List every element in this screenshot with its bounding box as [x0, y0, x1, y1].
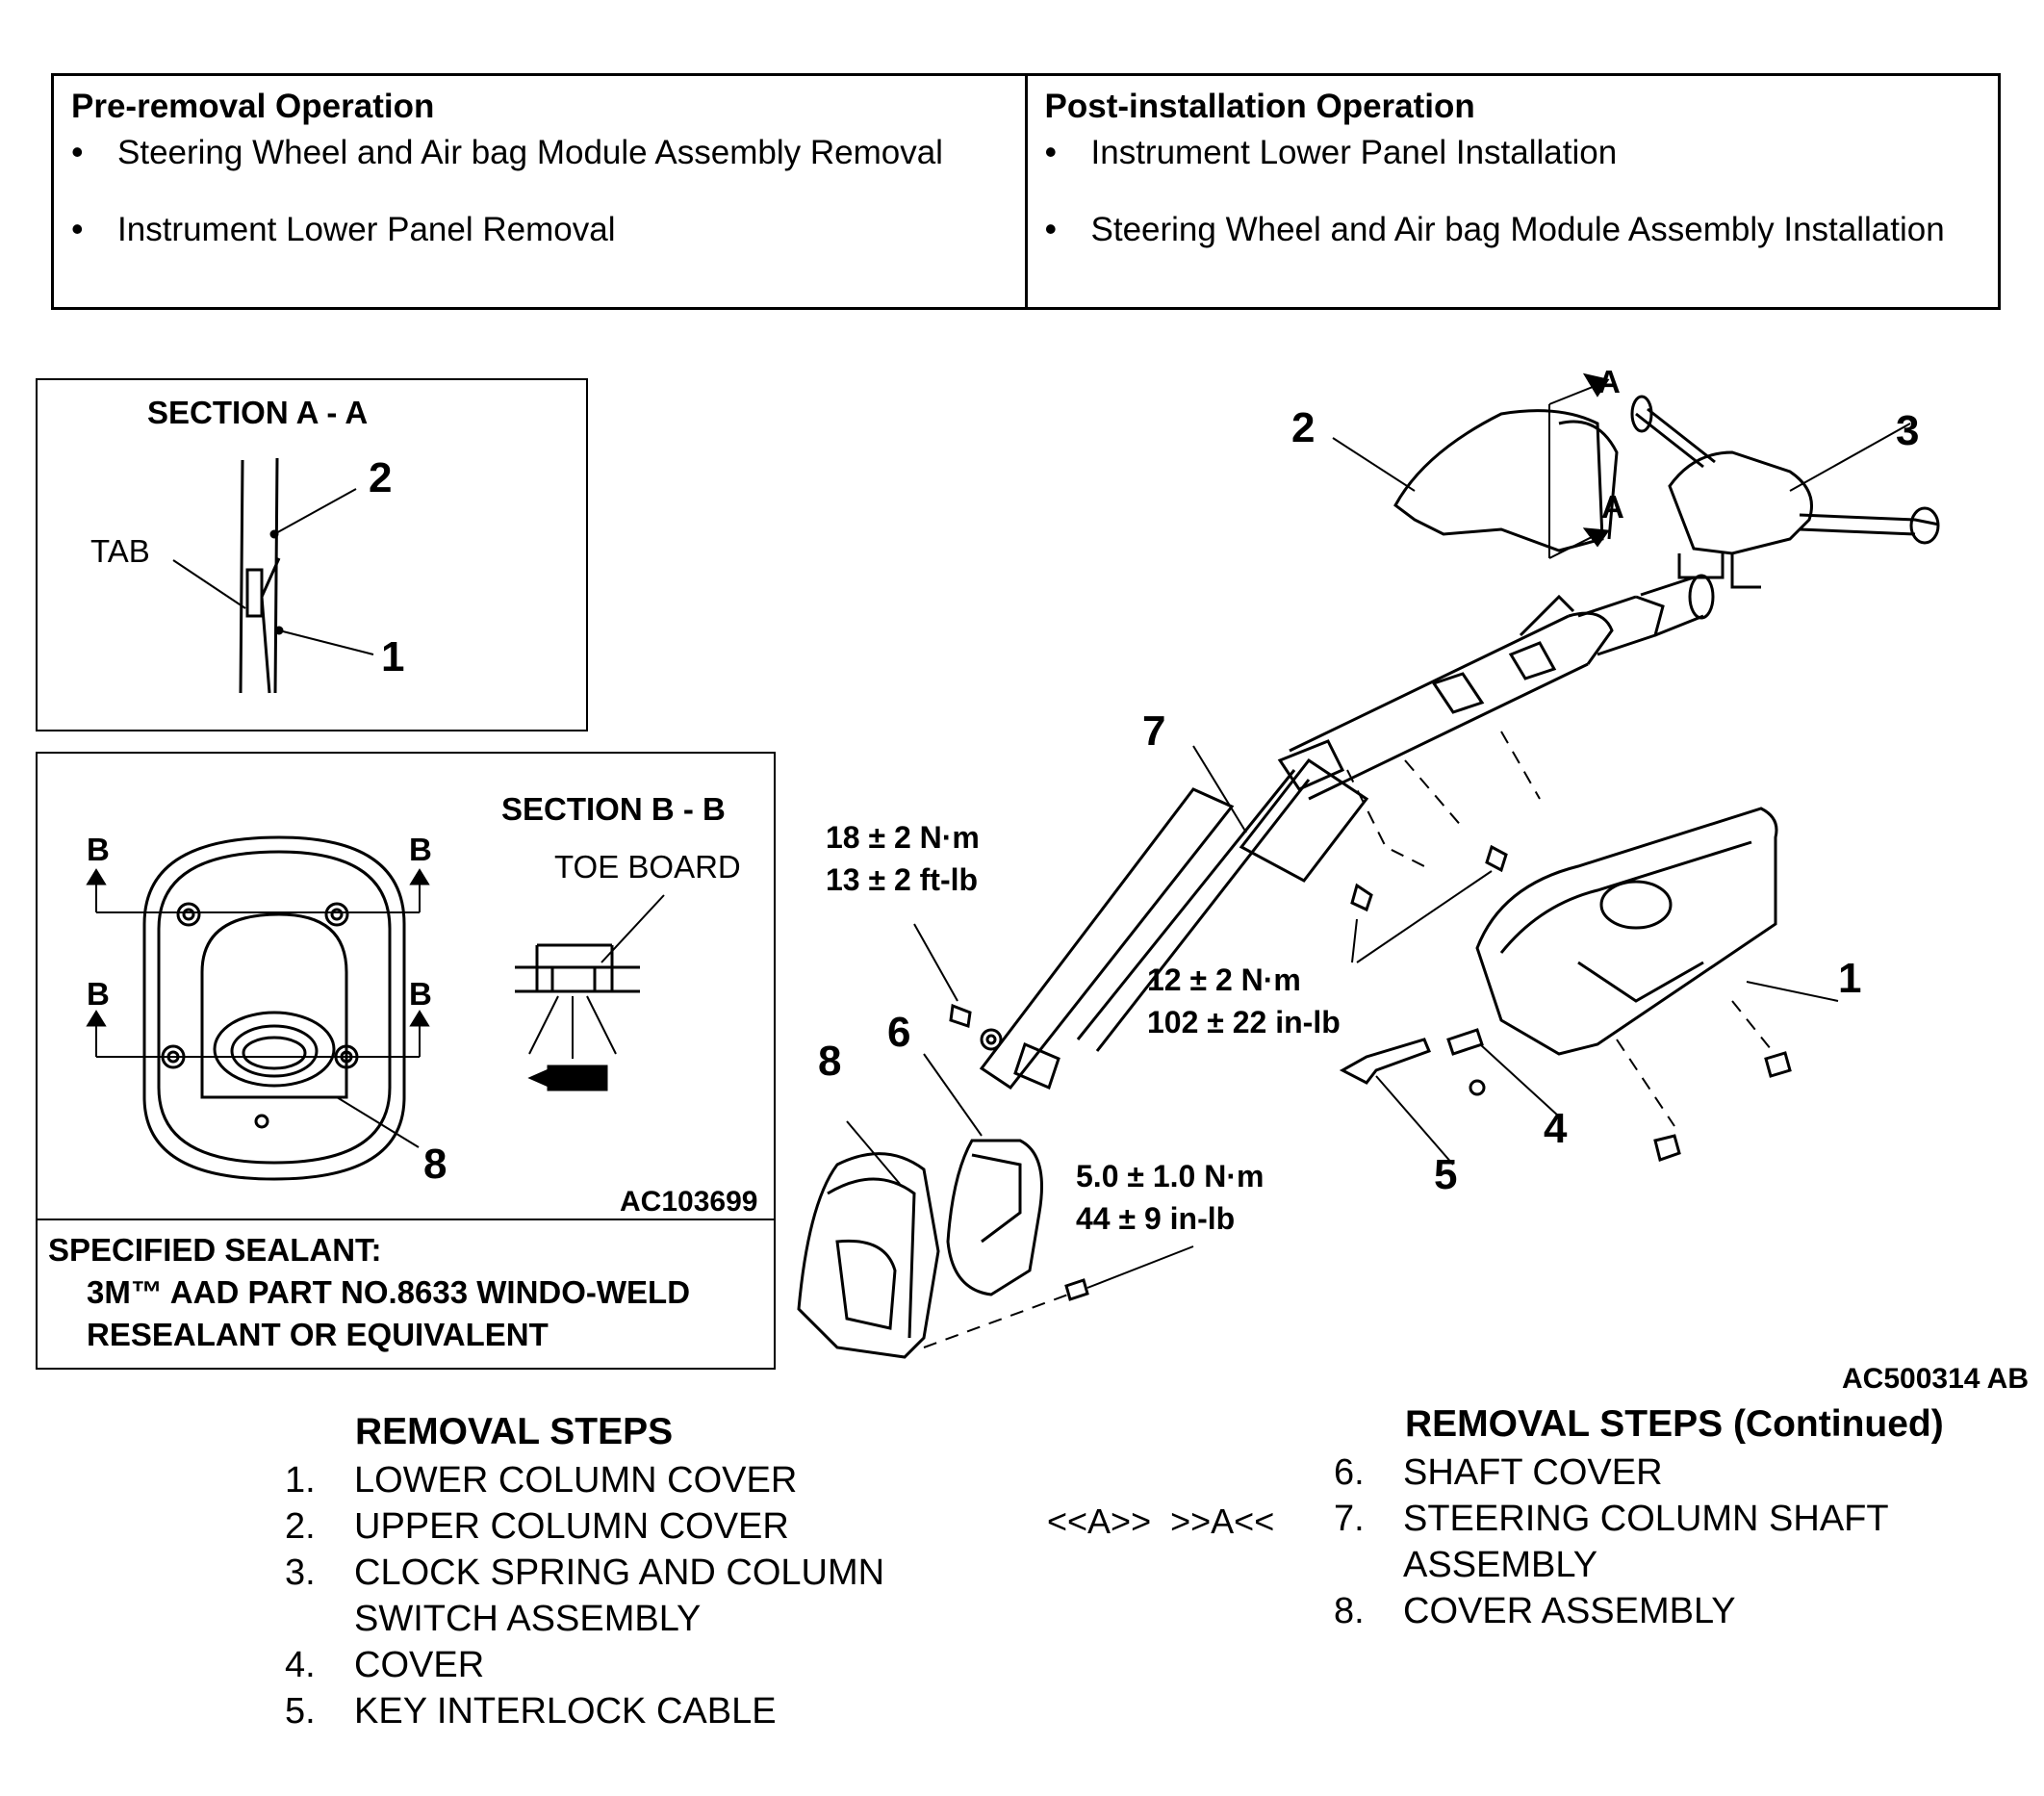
bolt-drawings	[913, 844, 1508, 1301]
step-text: SWITCH ASSEMBLY	[354, 1599, 702, 1639]
step-number: 2.	[285, 1506, 316, 1547]
step-text: UPPER COLUMN COVER	[354, 1506, 789, 1547]
list-item: 4. COVER	[285, 1642, 978, 1688]
torque-spec-3: 5.0 ± 1.0 N·m 44 ± 9 in-lb	[1076, 1155, 1264, 1240]
step-text: ASSEMBLY	[1403, 1545, 1598, 1585]
tab-label: TAB	[90, 533, 150, 569]
operation-table: Pre-removal Operation Steering Wheel and…	[51, 73, 2001, 310]
b-mark: B	[409, 976, 432, 1012]
step-text: LOWER COLUMN COVER	[354, 1460, 798, 1501]
step-number: 7.	[1334, 1499, 1365, 1539]
sealant-heading: SPECIFIED SEALANT:	[48, 1232, 382, 1268]
pre-removal-item: Steering Wheel and Air bag Module Assemb…	[71, 132, 1008, 172]
upper-column-cover-drawing	[1332, 372, 1619, 559]
callout-1: 1	[1838, 955, 1862, 1002]
step-marker: <<A>> >>A<<	[1047, 1501, 1275, 1541]
steering-column-drawing	[979, 574, 1715, 1090]
callout-8: 8	[818, 1038, 842, 1085]
sealant-resealant: RESEALANT OR EQUIVALENT	[87, 1317, 549, 1352]
callout-7: 7	[1142, 707, 1166, 755]
step-text: SHAFT COVER	[1403, 1452, 1663, 1493]
shaft-cover-drawing	[923, 1053, 1043, 1296]
step-text: STEERING COLUMN SHAFT	[1403, 1499, 1889, 1539]
post-installation-item: Instrument Lower Panel Installation	[1045, 132, 1981, 172]
b-mark: B	[87, 976, 110, 1012]
list-item-continued: ASSEMBLY	[1334, 1542, 2007, 1588]
list-item: 1. LOWER COLUMN COVER	[285, 1457, 978, 1503]
list-item: 2. UPPER COLUMN COVER	[285, 1503, 978, 1550]
removal-steps-cont-list: 6. SHAFT COVER 7. STEERING COLUMN SHAFT AS…	[1334, 1450, 2007, 1634]
callout-2: 2	[1291, 404, 1316, 451]
torque-metric: 5.0 ± 1.0 N·m	[1076, 1159, 1265, 1193]
post-installation-item: Steering Wheel and Air bag Module Assemb…	[1045, 209, 1981, 249]
step-text: KEY INTERLOCK CABLE	[354, 1691, 777, 1732]
torque-spec-2: 12 ± 2 N·m 102 ± 22 in-lb	[1147, 959, 1341, 1043]
list-item: 5. KEY INTERLOCK CABLE	[285, 1688, 978, 1734]
sealant-divider	[36, 1219, 776, 1220]
torque-imperial: 44 ± 9 in-lb	[1076, 1201, 1236, 1236]
list-item: 3. CLOCK SPRING AND COLUMN	[285, 1550, 978, 1596]
torque-spec-1: 18 ± 2 N·m 13 ± 2 ft-lb	[826, 816, 980, 901]
step-text: COVER ASSEMBLY	[1403, 1591, 1736, 1631]
b-mark: B	[87, 832, 110, 867]
removal-steps-list: 1. LOWER COLUMN COVER 2. UPPER COLUMN COVE…	[285, 1457, 978, 1734]
step-number: 6.	[1334, 1452, 1365, 1493]
cover-assembly-drawing	[797, 1120, 1069, 1359]
list-item: 8. COVER ASSEMBLY	[1334, 1588, 2007, 1634]
section-arrow-label: A	[1597, 364, 1621, 399]
torque-imperial: 13 ± 2 ft-lb	[826, 862, 979, 897]
post-installation-title: Post-installation Operation	[1044, 88, 1475, 125]
step-number: 5.	[285, 1691, 316, 1732]
section-a-box	[36, 378, 588, 731]
step-number: 4.	[285, 1645, 316, 1685]
removal-steps-cont-title: REMOVAL STEPS (Continued)	[1405, 1403, 1944, 1445]
step-number: 8.	[1334, 1591, 1365, 1631]
callout-3: 3	[1896, 407, 1920, 454]
post-installation-column: Post-installation Operation Instrument L…	[1024, 76, 1999, 307]
torque-imperial: 102 ± 22 in-lb	[1147, 1005, 1341, 1039]
clock-spring-drawing	[1630, 395, 1940, 589]
list-item: 7. STEERING COLUMN SHAFT	[1334, 1496, 2007, 1542]
section-b-plate	[86, 835, 430, 1181]
section-b-title: SECTION B - B	[501, 791, 726, 827]
step-text: CLOCK SPRING AND COLUMN	[354, 1552, 885, 1593]
step-number: 3.	[285, 1552, 316, 1593]
cover-and-cable-drawings	[1339, 1028, 1560, 1166]
toe-board-label: TOE BOARD	[554, 849, 741, 885]
section-a-callout-1: 1	[381, 633, 405, 680]
step-text: COVER	[354, 1645, 485, 1685]
list-item-continued: SWITCH ASSEMBLY	[285, 1596, 978, 1642]
section-arrow-label: A	[1601, 489, 1624, 525]
section-a-title: SECTION A - A	[147, 395, 369, 430]
section-a-drawing	[172, 457, 374, 694]
pre-removal-title: Pre-removal Operation	[71, 88, 435, 125]
list-item: 6. SHAFT COVER	[1334, 1450, 2007, 1496]
section-a-callout-2: 2	[369, 454, 393, 501]
removal-steps-title: REMOVAL STEPS	[355, 1411, 674, 1452]
section-b-callout-8: 8	[423, 1141, 447, 1188]
sealant-part: 3M™ AAD PART NO.8633 WINDO-WELD	[87, 1274, 691, 1310]
torque-metric: 18 ± 2 N·m	[826, 820, 980, 855]
callout-6: 6	[887, 1009, 911, 1056]
pre-removal-column: Pre-removal Operation Steering Wheel and…	[54, 76, 1025, 307]
callout-4: 4	[1544, 1105, 1568, 1152]
step-number: 1.	[285, 1460, 316, 1501]
diagram-code: AC500314 AB	[1842, 1363, 2029, 1395]
lower-column-cover-drawing	[1475, 807, 1839, 1162]
section-b-box	[36, 752, 776, 1370]
b-mark: B	[409, 832, 432, 867]
torque-metric: 12 ± 2 N·m	[1147, 962, 1301, 997]
toe-board-detail	[515, 894, 665, 1091]
pre-removal-item: Instrument Lower Panel Removal	[71, 209, 1008, 249]
callout-5: 5	[1434, 1151, 1458, 1198]
section-b-code: AC103699	[620, 1186, 758, 1218]
